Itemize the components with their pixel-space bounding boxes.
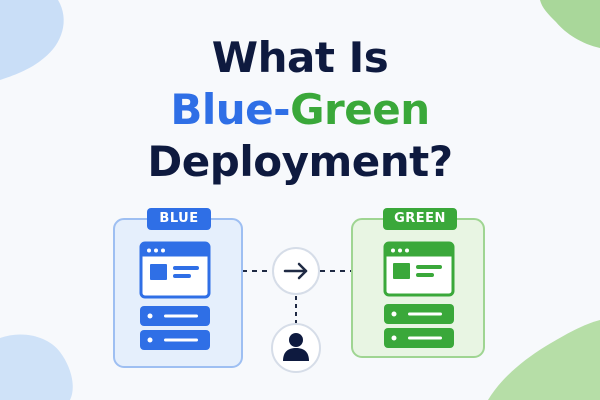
switch-arrow-head (297, 262, 308, 280)
title-line-deployment: Deployment? (147, 137, 453, 186)
bottom-left-blob-shape (0, 334, 73, 400)
title-blue-word: Blue (170, 85, 274, 134)
green-server-led (391, 335, 397, 341)
browser-window-icon (139, 241, 211, 299)
green-app-text-line (416, 265, 442, 269)
top-left-blob-shape (0, 0, 64, 80)
green-server-slot (408, 336, 442, 340)
user-icon (271, 323, 321, 373)
green-server-slot (408, 312, 442, 316)
blue-server-led (147, 337, 153, 343)
title-line-blue-green: Blue-Green (0, 84, 600, 136)
bottom-right-blob-shape (488, 320, 600, 400)
green-app-text-line (416, 273, 434, 277)
blue-app-image (150, 264, 167, 280)
blue-app-titlebar (142, 244, 208, 257)
blue-server-slot (164, 338, 198, 342)
user-head (289, 333, 303, 347)
user-body (283, 348, 309, 361)
server-stack-icon (140, 306, 210, 350)
server-stack-icon (384, 304, 454, 348)
green-environment (351, 218, 485, 358)
blue-app-text-line (173, 266, 199, 270)
title-line-what-is: What Is (211, 33, 389, 82)
blue-environment-badge: BLUE (147, 208, 211, 230)
blue-app-dot (147, 248, 151, 253)
arrow-right-icon (272, 247, 320, 295)
title-hyphen: - (273, 85, 291, 134)
green-app-dot (391, 248, 395, 253)
green-server-led (391, 311, 397, 317)
blue-server-led (147, 313, 153, 319)
green-app-image (393, 263, 410, 279)
blue-app-dot (161, 248, 165, 253)
top-right-blob-shape (540, 0, 600, 48)
blue-environment (113, 218, 243, 368)
green-app-dot (398, 248, 402, 253)
green-environment-badge: GREEN (383, 208, 457, 230)
title-green-word: Green (290, 85, 430, 134)
green-app-dot (405, 248, 409, 253)
blue-app-dot (154, 248, 158, 253)
blue-app-text-line (173, 274, 191, 278)
blue-server-slot (164, 314, 198, 318)
green-app-titlebar (386, 244, 452, 257)
browser-window-icon (383, 241, 455, 297)
